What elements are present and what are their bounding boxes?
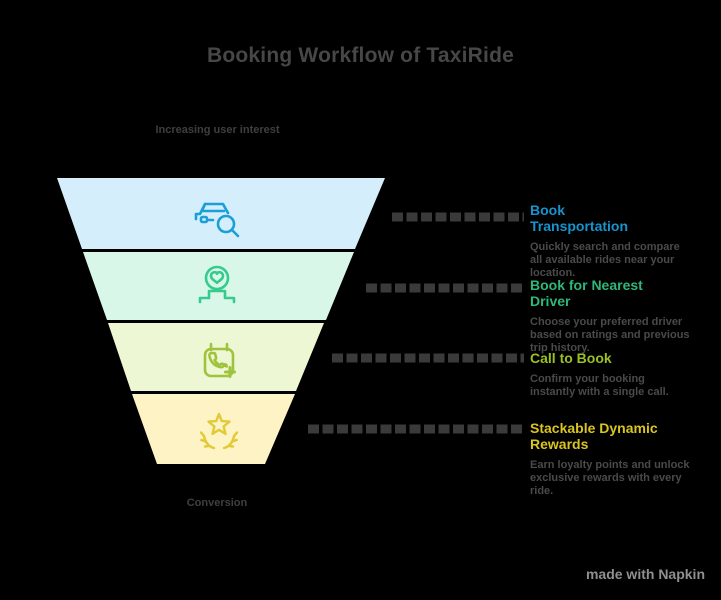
stage-3-description: Confirm your booking instantly with a si… xyxy=(530,373,669,398)
phone-plus-icon xyxy=(203,342,236,378)
car-search-icon xyxy=(194,202,240,238)
funnel-bottom-label: Conversion xyxy=(186,497,248,509)
watermark-made-with-napkin[interactable]: made with Napkin xyxy=(585,566,705,582)
star-laurel-icon xyxy=(199,412,239,450)
funnel-stage-1-shape xyxy=(57,178,385,249)
stage-3-heading: Call to Book xyxy=(530,350,612,366)
page-title: Booking Workflow of TaxiRide xyxy=(207,44,514,67)
stage-4-label-block: Stackable Dynamic Rewards Earn loyalty p… xyxy=(530,420,705,498)
stage-1-label-block: Book Transportation Quickly search and c… xyxy=(530,202,705,280)
connector-lines xyxy=(308,212,524,434)
stage-2-heading: Book for Nearest Driver xyxy=(530,277,643,309)
favorite-location-icon xyxy=(198,265,236,304)
stage-2-description: Choose your preferred driver based on ra… xyxy=(530,316,690,354)
stage-2-label-block: Book for Nearest Driver Choose your pref… xyxy=(530,277,705,355)
stage-1-description: Quickly search and compare all available… xyxy=(530,241,680,279)
stage-1-heading: Book Transportation xyxy=(530,202,629,234)
funnel-top-label: Increasing user interest xyxy=(155,124,280,136)
stage-3-label-block: Call to Book Confirm your booking instan… xyxy=(530,350,705,399)
funnel-stage-2-shape xyxy=(83,252,354,320)
stage-4-heading: Stackable Dynamic Rewards xyxy=(530,420,658,452)
stage-4-description: Earn loyalty points and unlock exclusive… xyxy=(530,459,690,497)
